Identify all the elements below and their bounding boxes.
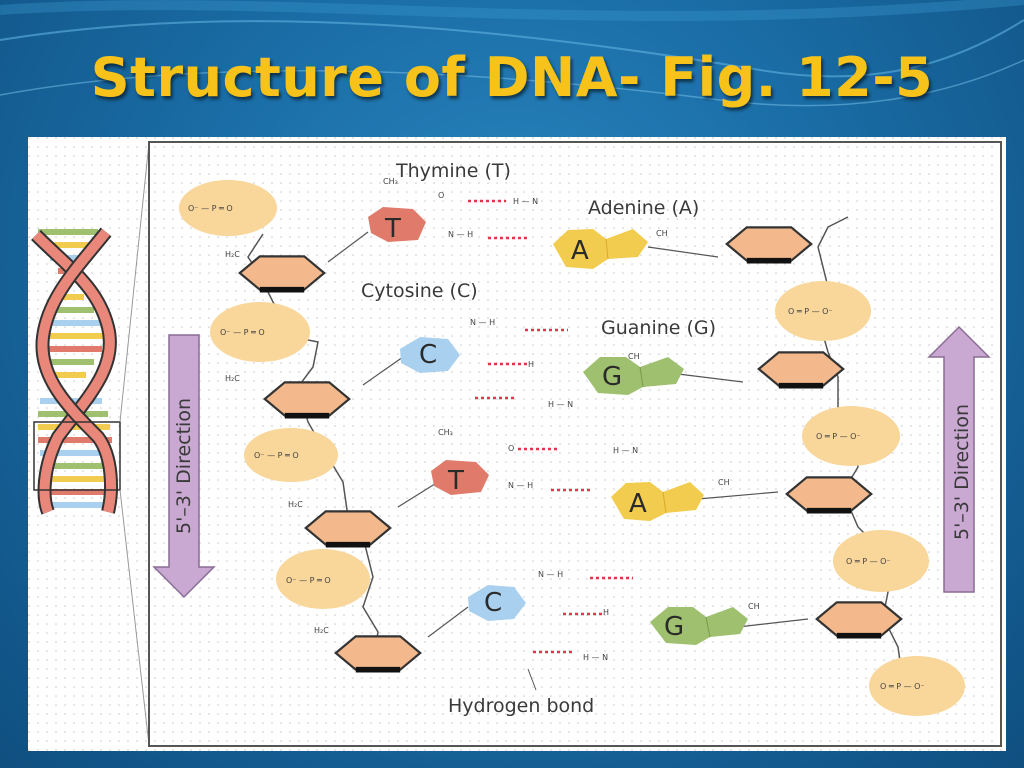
sugar-ring [759,352,843,385]
svg-text:O ═ P — O⁻: O ═ P — O⁻ [880,682,925,691]
phosphate-group [833,530,929,592]
base-letter: A [629,489,647,519]
svg-text:O ═ P — O⁻: O ═ P — O⁻ [816,432,861,441]
adenine-base [611,482,704,521]
svg-text:H: H [528,360,534,369]
double-helix-illustration [31,142,150,746]
svg-text:H — N: H — N [513,197,538,206]
left-strand: O⁻ — P ═ O H₂C O⁻ — P ═ O H₂C O⁻ — P ═ O… [179,180,420,670]
right-direction-label: 5'–3' Direction [951,404,973,540]
thymine-base [431,460,489,495]
left-direction-arrow: 5'–3' Direction [152,334,216,599]
sugar-ring [336,636,420,669]
svg-text:O⁻ — P ═ O: O⁻ — P ═ O [254,451,299,460]
hydrogen-bonds [468,199,633,654]
phosphate-group [179,180,277,236]
base-letter: G [664,612,684,642]
svg-text:O⁻ — P ═ O: O⁻ — P ═ O [188,204,233,213]
cytosine-base [468,585,526,621]
guanine-base [583,357,684,395]
background-swoosh [0,0,1024,107]
base-letter: G [602,362,622,392]
svg-text:O ═ P — O⁻: O ═ P — O⁻ [846,557,891,566]
sugar-ring [265,382,349,415]
right-strand: O ═ P — O⁻ O ═ P — O⁻ O ═ P — O⁻ O ═ P —… [727,227,965,716]
svg-text:N — H: N — H [470,318,495,327]
sugar-ring [727,227,811,260]
phosphate-group [802,406,900,466]
dna-figure-panel: 5'–3' Direction 5'–3' Direction O⁻ — P ═… [28,137,1006,751]
svg-text:H: H [603,608,609,617]
right-direction-arrow: 5'–3' Direction [927,325,991,593]
guanine-base [650,607,748,645]
base-letter: A [571,236,589,266]
adenine-label: Adenine (A) [588,197,699,219]
adenine-base [553,229,648,269]
base-pair: T A [431,460,704,521]
base-letter: C [419,340,437,370]
svg-text:O: O [438,191,444,200]
phosphate-group [210,302,310,362]
svg-text:CH₃: CH₃ [383,177,398,186]
left-direction-label: 5'–3' Direction [173,398,195,534]
svg-text:H — N: H — N [583,653,608,662]
svg-text:H₂C: H₂C [225,374,240,383]
slide-title: Structure of DNA- Fig. 12-5 [90,46,934,109]
phosphate-group [276,549,370,609]
base-pair: C G [400,337,684,395]
svg-text:H₂C: H₂C [225,250,240,259]
svg-text:O⁻ — P ═ O: O⁻ — P ═ O [220,328,265,337]
thymine-base [368,207,426,242]
phosphate-group [775,281,871,341]
svg-text:O⁻ — P ═ O: O⁻ — P ═ O [286,576,331,585]
phosphate-group [244,428,338,482]
thymine-label: Thymine (T) [395,160,511,182]
base-pair: T A [368,207,648,269]
svg-text:CH: CH [718,478,730,487]
svg-text:N — H: N — H [448,230,473,239]
base-letter: T [447,466,464,496]
svg-text:CH: CH [656,229,668,238]
svg-text:N — H: N — H [538,570,563,579]
base-letter: C [484,588,502,618]
svg-text:O ═ P — O⁻: O ═ P — O⁻ [788,307,833,316]
hydrogen-bond-label: Hydrogen bond [448,695,594,717]
base-letter: T [384,214,401,244]
svg-text:N — H: N — H [508,481,533,490]
cytosine-base [400,337,460,373]
cytosine-label: Cytosine (C) [361,280,478,302]
svg-text:CH: CH [628,352,640,361]
base-pair: C G [468,585,748,645]
sugar-ring [306,511,390,544]
svg-text:CH₃: CH₃ [438,428,453,437]
sugar-ring [787,477,871,510]
svg-text:H₂C: H₂C [288,500,303,509]
phosphate-group [869,656,965,716]
svg-text:O: O [508,444,514,453]
guanine-label: Guanine (G) [601,317,716,339]
svg-text:H — N: H — N [613,446,638,455]
sugar-ring [817,602,901,635]
svg-text:CH: CH [748,602,760,611]
svg-text:H — N: H — N [548,400,573,409]
sugar-ring [240,256,324,289]
svg-text:H₂C: H₂C [314,626,329,635]
